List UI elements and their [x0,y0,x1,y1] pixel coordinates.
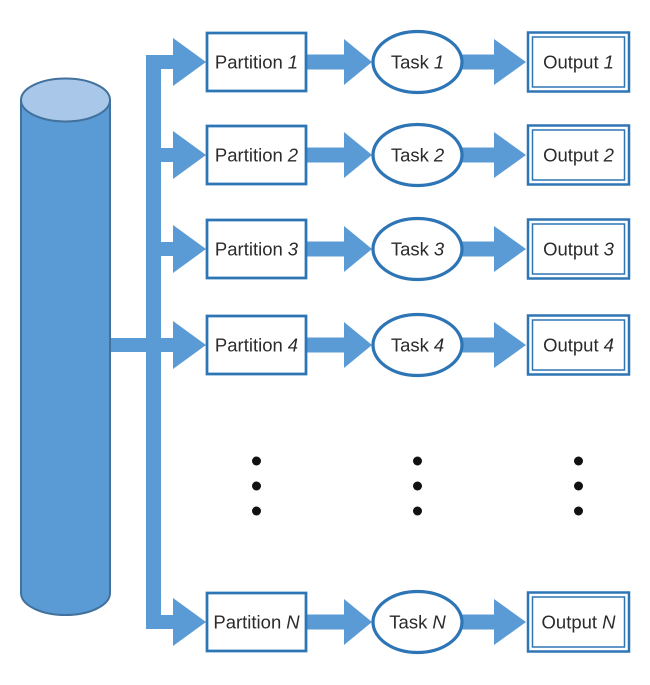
output-3-box [526,218,631,280]
task-2-ellipse [371,122,464,188]
trunk-to-partition-2-arrow [147,131,206,179]
task-2-to-output-2-arrow [459,132,526,178]
ellipsis-dots-partition-column [252,456,261,516]
ellipsis-dot [252,456,261,466]
trunk-to-partition-1-arrow [147,38,206,86]
task-1-ellipse [371,29,464,95]
partition-4-box [205,314,308,376]
output-2-box [526,124,631,186]
output-1-box [526,31,631,93]
output-2-box-inner-frame [531,129,626,181]
output-4-box [526,314,631,376]
ellipsis-dot [574,456,583,466]
task-4-to-output-4-arrow [459,322,526,368]
ellipsis-dot [574,506,583,516]
task-n-to-output-n-arrow [459,599,526,645]
partition-n-box [205,591,308,653]
ellipsis-dots-output-column [574,456,583,516]
partition-2-to-task-2-arrow [303,132,372,178]
partition-n-to-task-n-arrow [303,599,372,645]
task-3-to-output-3-arrow [459,226,526,272]
trunk-to-partition-n-arrow [147,598,206,646]
ellipsis-dot [413,506,422,516]
partition-1-to-task-1-arrow [303,39,372,85]
trunk-to-partition-3-arrow [147,225,206,273]
ellipsis-dot [252,481,261,491]
ellipsis-dot [252,506,261,516]
partition-4-to-task-4-arrow [303,322,372,368]
cylinder-top-ellipse [20,77,111,123]
ellipsis-dot [574,481,583,491]
task-1-to-output-1-arrow [459,39,526,85]
output-n-box-inner-frame [531,596,626,648]
ellipsis-dot [413,456,422,466]
cylinder-body [20,99,111,616]
task-3-ellipse [371,216,464,282]
ellipsis-dots-task-column [413,456,422,516]
partition-1-box [205,31,308,93]
data-source-cylinder [20,77,111,616]
partition-3-box [205,218,308,280]
partition-3-to-task-3-arrow [303,226,372,272]
task-4-ellipse [371,312,464,378]
task-n-ellipse [371,589,464,655]
trunk-to-partition-4-arrow [147,321,206,369]
output-4-box-inner-frame [531,319,626,371]
output-3-box-inner-frame [531,223,626,275]
partition-2-box [205,124,308,186]
output-1-box-inner-frame [531,36,626,88]
output-n-box [526,591,631,653]
ellipsis-dot [413,481,422,491]
